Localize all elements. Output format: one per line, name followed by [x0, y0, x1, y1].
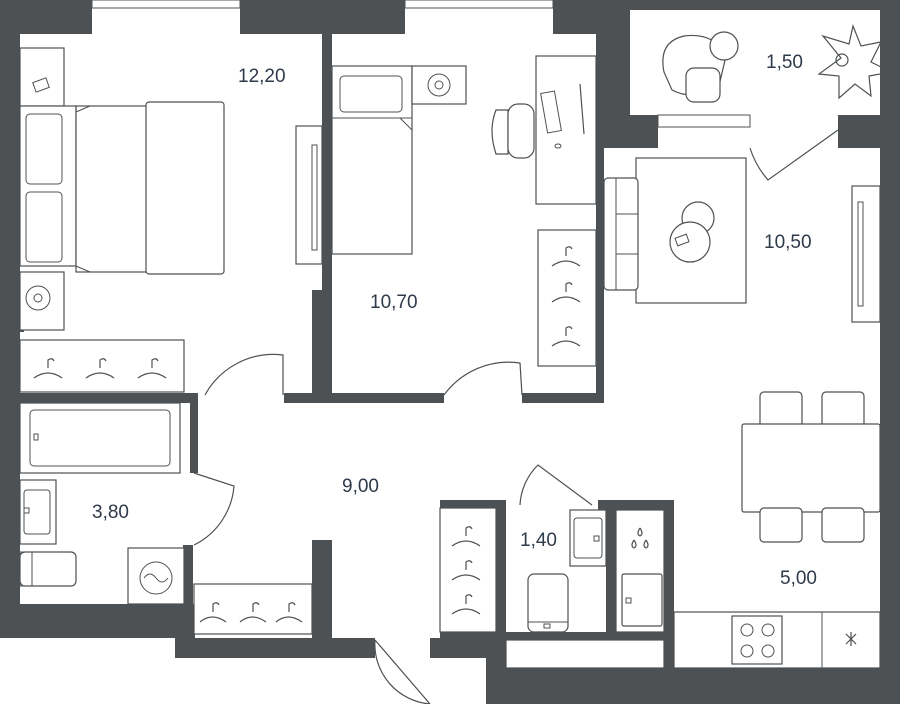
area-toilet: 1,40	[520, 530, 557, 551]
bedroom	[19, 47, 323, 396]
area-labels: 12,20 10,70 1,50 10,50 9,00 3,80 1,40 5,…	[92, 52, 817, 589]
area-bedroom: 12,20	[238, 66, 286, 87]
kids-room	[331, 55, 597, 396]
windows	[91, 0, 751, 128]
kitchen	[673, 391, 881, 669]
area-hallway: 9,00	[342, 476, 379, 497]
area-bathroom: 3,80	[92, 502, 129, 523]
area-living-room: 10,50	[764, 232, 812, 253]
utility-closet	[615, 509, 665, 633]
area-kitchen: 5,00	[780, 568, 817, 589]
area-kids-room: 10,70	[370, 292, 418, 313]
hallway	[193, 464, 593, 704]
balcony	[662, 23, 893, 181]
living-room	[603, 157, 881, 323]
toilet	[505, 509, 665, 669]
bathroom	[19, 402, 185, 605]
area-balcony: 1,50	[766, 52, 803, 73]
